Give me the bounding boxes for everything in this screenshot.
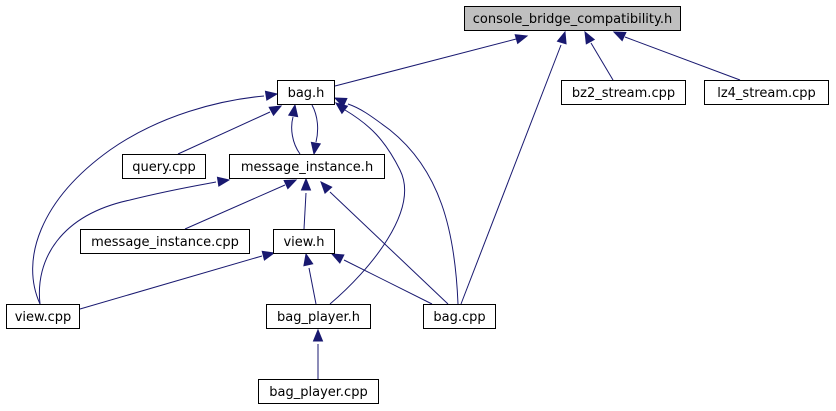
edge-bag-cpp-to-message-instance-h — [320, 181, 449, 305]
edge-line — [334, 37, 521, 87]
edge-lz4-stream-to-console-bridge — [612, 31, 741, 81]
edge-line — [177, 111, 271, 155]
edge-message-instance-cpp-to-message-instance-h — [184, 179, 298, 230]
edge-line — [38, 181, 217, 305]
arrowhead — [312, 328, 324, 342]
node-label: bag_player.cpp — [269, 385, 367, 400]
edge-view-cpp-to-message-instance-h — [38, 176, 231, 305]
edge-line — [32, 95, 265, 305]
arrowhead — [283, 179, 298, 190]
node-label: bag.cpp — [433, 310, 485, 325]
node-label: view.h — [283, 235, 324, 250]
node-message-instance-cpp[interactable]: message_instance.cpp — [80, 229, 250, 254]
node-label: message_instance.cpp — [91, 235, 239, 250]
arrowhead — [300, 177, 312, 191]
arrowhead — [310, 141, 322, 156]
edge-bag-h-to-message-instance-h — [310, 104, 322, 156]
edge-line — [308, 267, 317, 305]
node-lz4-stream-cpp[interactable]: lz4_stream.cpp — [704, 80, 829, 105]
edge-line — [291, 116, 301, 155]
edge-view-h-to-message-instance-h — [300, 177, 312, 230]
edge-line — [184, 184, 286, 230]
node-label: bag_player.h — [277, 310, 360, 325]
edge-line — [79, 255, 263, 310]
node-query-cpp[interactable]: query.cpp — [122, 154, 206, 179]
arrowhead — [612, 31, 627, 42]
edge-bz2-stream-to-console-bridge — [584, 30, 614, 81]
node-label: message_instance.h — [241, 160, 373, 175]
node-label: query.cpp — [132, 160, 195, 175]
edge-bag-player-cpp-to-bag-player-h — [312, 328, 324, 379]
edge-bag-player-h-to-view-h — [303, 252, 317, 305]
edge-bag-cpp-to-view-h — [330, 253, 433, 305]
edge-bag-h-to-console-bridge — [334, 34, 529, 87]
edge-line — [343, 259, 433, 305]
nodes-layer: console_bridge_compatibility.h bag.h bz2… — [6, 6, 829, 404]
node-label: lz4_stream.cpp — [717, 86, 816, 101]
edge-line — [590, 42, 614, 81]
node-view-h[interactable]: view.h — [273, 229, 335, 254]
node-bag-player-h[interactable]: bag_player.h — [266, 304, 371, 329]
arrowhead — [216, 176, 231, 187]
arrowhead — [556, 30, 567, 45]
edge-line — [329, 191, 449, 305]
arrowhead — [303, 252, 314, 267]
node-bag-cpp[interactable]: bag.cpp — [423, 304, 496, 329]
arrowhead — [287, 103, 299, 118]
arrowhead — [514, 34, 529, 45]
node-label: view.cpp — [15, 310, 72, 325]
node-bz2-stream-cpp[interactable]: bz2_stream.cpp — [561, 80, 686, 105]
arrowhead — [584, 30, 596, 45]
edge-view-cpp-to-view-h — [79, 250, 276, 310]
arrowhead — [264, 90, 279, 101]
node-view-cpp[interactable]: view.cpp — [6, 304, 80, 329]
node-label: bag.h — [288, 86, 325, 101]
edge-line — [311, 104, 319, 143]
edge-bag-cpp-to-console-bridge — [460, 30, 567, 305]
edge-line — [303, 192, 307, 230]
edge-query-cpp-to-bag-h — [177, 105, 283, 155]
node-label: console_bridge_compatibility.h — [473, 12, 672, 27]
edge-message-instance-h-to-bag-h — [287, 103, 301, 155]
edge-line — [460, 44, 562, 305]
edges-layer — [32, 30, 741, 379]
arrowhead — [268, 105, 283, 117]
edge-line — [347, 103, 459, 305]
node-label: bz2_stream.cpp — [572, 86, 675, 101]
node-message-instance-h[interactable]: message_instance.h — [229, 154, 385, 179]
arrowhead — [333, 97, 348, 108]
arrowhead — [261, 250, 276, 261]
edge-bag-cpp-to-bag-h — [333, 97, 459, 305]
edge-line — [329, 109, 406, 305]
edge-view-cpp-to-bag-h — [32, 90, 279, 305]
arrowhead — [320, 181, 333, 195]
arrowhead — [330, 253, 345, 264]
edge-line — [624, 36, 741, 81]
node-bag-h[interactable]: bag.h — [277, 80, 335, 105]
node-console-bridge-compatibility-h[interactable]: console_bridge_compatibility.h — [464, 6, 681, 31]
node-bag-player-cpp[interactable]: bag_player.cpp — [258, 379, 379, 404]
